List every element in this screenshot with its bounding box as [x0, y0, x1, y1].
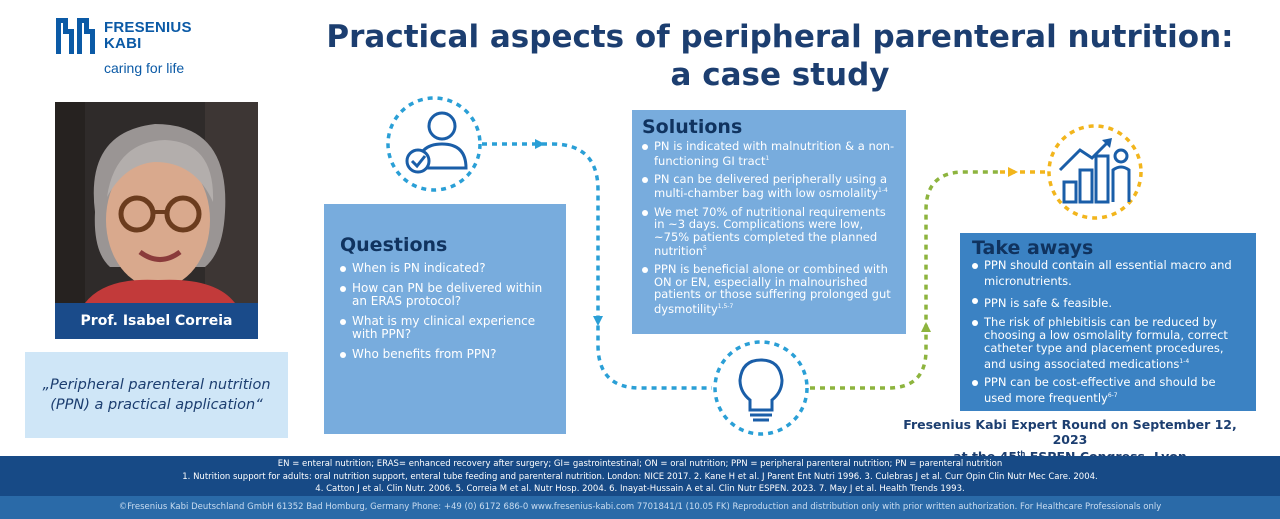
fresenius-kabi-logo: FRESENIUS KABI caring for life — [56, 16, 216, 80]
logo-name-line1: FRESENIUS — [104, 19, 192, 36]
list-item: PN can be delivered peripherally using a… — [642, 173, 896, 200]
solutions-list: PN is indicated with malnutrition & a no… — [642, 140, 896, 315]
list-item: Who benefits from PPN? — [340, 348, 552, 361]
list-item: How can PN be delivered within an ERAS p… — [340, 282, 552, 308]
list-item: PN is indicated with malnutrition & a no… — [642, 140, 896, 167]
item-reference: 1 — [765, 154, 770, 162]
page-title: Practical aspects of peripheral parenter… — [300, 18, 1260, 94]
footer-abbreviations: EN = enteral nutrition; ERAS= enhanced r… — [277, 459, 1003, 469]
logo-tagline: caring for life — [104, 60, 185, 76]
growth-chart-icon — [1047, 124, 1143, 220]
title-line2: a case study — [670, 57, 890, 93]
takeaways-heading: Take aways — [972, 237, 1094, 259]
item-text: PPN is safe & feasible. — [984, 295, 1112, 310]
fresenius-logo-mark-icon — [56, 18, 95, 54]
person-check-icon — [386, 96, 482, 192]
title-line1: Practical aspects of peripheral parenter… — [326, 19, 1234, 55]
solutions-box: Solutions PN is indicated with malnutrit… — [632, 110, 906, 334]
item-text: PN can be delivered peripherally using a… — [654, 171, 888, 201]
takeaways-box: Take aways PPN should contain all essent… — [960, 233, 1256, 411]
list-item: What is my clinical experience with PPN? — [340, 315, 552, 341]
item-reference: 6-7 — [1107, 392, 1118, 400]
list-item: PPN is safe & feasible. — [972, 294, 1244, 310]
item-text: PPN is beneficial alone or combined with… — [654, 262, 891, 316]
footer-references-line1: 1. Nutrition support for adults: oral nu… — [182, 471, 1098, 482]
flow-arrow-up-1 — [921, 322, 931, 332]
item-reference: 1,5-7 — [717, 302, 734, 310]
item-text: We met 70% of nutritional requirements i… — [654, 204, 886, 258]
event-line2-sup: th — [1017, 450, 1026, 458]
speaker-portrait: Prof. Isabel Correia — [55, 102, 258, 339]
list-item: We met 70% of nutritional requirements i… — [642, 204, 896, 258]
event-line1: Fresenius Kabi Expert Round on September… — [903, 417, 1237, 447]
speaker-photo — [55, 102, 258, 303]
solutions-heading: Solutions — [642, 116, 743, 138]
questions-list: When is PN indicated? How can PN be deli… — [340, 262, 552, 361]
list-item: PPN is beneficial alone or combined with… — [642, 263, 896, 315]
logo-name-line2: KABI — [104, 35, 142, 52]
questions-box: Questions When is PN indicated? How can … — [324, 204, 566, 434]
footer-references-line2: 4. Catton J et al. Clin Nutr. 2006. 5. C… — [315, 484, 965, 494]
list-item: PPN can be cost-effective and should be … — [972, 376, 1244, 405]
flow-arrow-right-1 — [535, 139, 545, 149]
item-text: PN is indicated with malnutrition & a no… — [654, 139, 895, 168]
item-reference: 1-4 — [1179, 357, 1190, 365]
takeaways-list: PPN should contain all essential macro a… — [972, 259, 1244, 405]
speaker-name: Prof. Isabel Correia — [55, 303, 258, 339]
item-text: The risk of phlebitisis can be reduced b… — [984, 314, 1228, 371]
questions-heading: Questions — [340, 234, 448, 256]
item-reference: 1-4 — [878, 187, 888, 195]
item-reference: 5 — [703, 245, 707, 253]
logo-wordmark: FRESENIUS KABI — [104, 20, 192, 52]
item-text: PPN should contain all essential macro a… — [984, 258, 1232, 288]
speaker-quote: „Peripheral parenteral nutrition (PPN) a… — [25, 352, 288, 438]
lightbulb-icon — [713, 340, 809, 436]
footer-references: EN = enteral nutrition; ERAS= enhanced r… — [0, 456, 1280, 496]
flow-arrow-right-2 — [1008, 167, 1018, 177]
list-item: When is PN indicated? — [340, 262, 552, 275]
list-item: PPN should contain all essential macro a… — [972, 259, 1244, 288]
list-item: The risk of phlebitisis can be reduced b… — [972, 314, 1244, 371]
flow-arrow-down-1 — [593, 316, 603, 326]
item-text: PPN can be cost-effective and should be … — [984, 375, 1216, 406]
footer-legal: ©Fresenius Kabi Deutschland GmbH 61352 B… — [0, 496, 1280, 519]
